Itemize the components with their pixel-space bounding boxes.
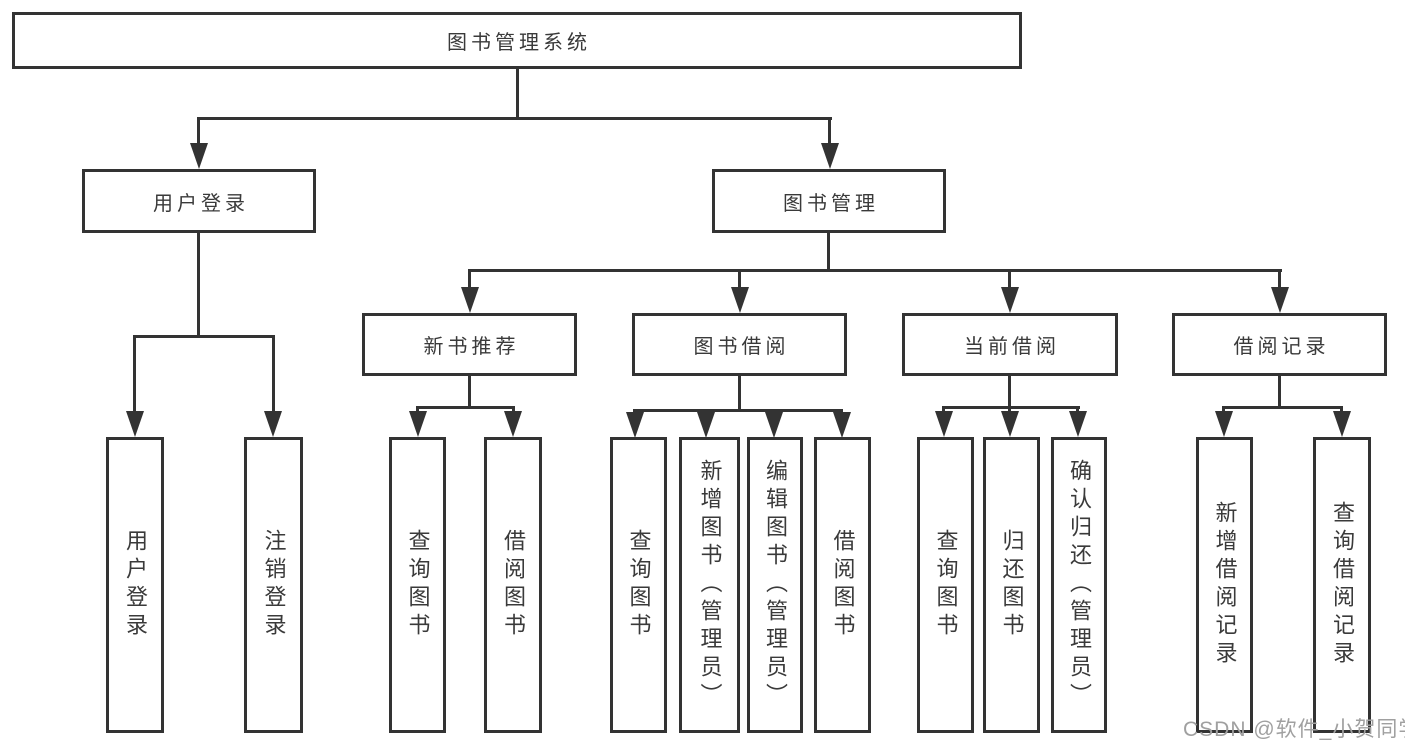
connector-line <box>1076 406 1079 413</box>
node-book-borrow: 图书借阅 <box>632 313 847 376</box>
leaf-label: 归还图书 <box>999 529 1025 641</box>
arrow-down-icon <box>461 287 479 313</box>
leaf-label: 确认归还（管理员） <box>1067 459 1092 711</box>
leaf-borrow-books: 借阅图书 <box>814 437 871 733</box>
connector-line <box>512 406 515 413</box>
connector-line <box>738 269 741 291</box>
leaf-label: 借阅图书 <box>830 529 856 641</box>
leaf-label: 查询图书 <box>405 529 431 641</box>
node-borrow-records-label: 借阅记录 <box>1233 336 1330 358</box>
leaf-label: 编辑图书（管理员） <box>763 459 788 711</box>
connector-line <box>516 68 519 119</box>
connector-line <box>827 233 830 271</box>
connector-line <box>468 269 1282 272</box>
leaf-label: 查询图书 <box>933 529 959 641</box>
leaf-query-books-borrow: 查询图书 <box>610 437 667 733</box>
arrow-down-icon <box>1069 411 1087 437</box>
connector-line <box>1278 376 1281 408</box>
arrow-down-icon <box>409 411 427 437</box>
arrow-down-icon <box>504 411 522 437</box>
leaf-label: 新增图书（管理员） <box>697 459 723 711</box>
connector-line <box>1278 269 1281 291</box>
leaf-query-books-recommend: 查询图书 <box>389 437 446 733</box>
node-book-management-label: 图书管理 <box>783 192 879 215</box>
arrow-down-icon <box>626 412 644 438</box>
arrow-down-icon <box>731 287 749 313</box>
connector-line <box>1222 406 1225 413</box>
arrow-down-icon <box>935 411 953 437</box>
leaf-edit-books-admin: 编辑图书（管理员） <box>747 437 803 733</box>
connector-line <box>133 335 136 413</box>
connector-line <box>197 233 200 337</box>
connector-line <box>1340 406 1343 413</box>
node-new-book-recommend-label: 新书推荐 <box>423 336 520 358</box>
leaf-return-books: 归还图书 <box>983 437 1040 733</box>
leaf-logout: 注销登录 <box>244 437 303 733</box>
leaf-query-books-current: 查询图书 <box>917 437 974 733</box>
node-user-login: 用户登录 <box>82 169 316 233</box>
arrow-down-icon <box>126 411 144 437</box>
leaf-add-books-admin: 新增图书（管理员） <box>679 437 740 733</box>
connector-line <box>416 406 515 409</box>
leaf-label: 查询图书 <box>626 529 652 641</box>
connector-line <box>416 406 419 413</box>
connector-line <box>772 409 775 414</box>
leaf-confirm-return-admin: 确认归还（管理员） <box>1051 437 1107 733</box>
node-borrow-records: 借阅记录 <box>1172 313 1387 376</box>
node-root-label: 图书管理系统 <box>447 32 591 54</box>
connector-line <box>840 409 843 414</box>
node-user-login-label: 用户登录 <box>153 192 249 215</box>
connector-line <box>272 335 275 413</box>
node-book-borrow-label: 图书借阅 <box>693 336 790 358</box>
leaf-label: 查询借阅记录 <box>1330 501 1355 669</box>
leaf-label: 注销登录 <box>261 529 287 641</box>
arrow-down-icon <box>190 143 208 169</box>
watermark-text: CSDN @软件_小贺同学 <box>1183 718 1405 741</box>
connector-line <box>1008 406 1011 413</box>
leaf-borrow-books-recommend: 借阅图书 <box>484 437 542 733</box>
arrow-down-icon <box>1215 411 1233 437</box>
arrow-down-icon <box>1271 287 1289 313</box>
leaf-user-login: 用户登录 <box>106 437 164 733</box>
connector-line <box>633 409 636 414</box>
node-current-borrow: 当前借阅 <box>902 313 1118 376</box>
leaf-query-borrow-record: 查询借阅记录 <box>1313 437 1371 733</box>
connector-line <box>197 117 200 147</box>
connector-line <box>828 117 831 147</box>
node-book-management: 图书管理 <box>712 169 946 233</box>
connector-line <box>468 376 471 408</box>
connector-line <box>738 376 741 411</box>
connector-line <box>704 409 707 414</box>
arrow-down-icon <box>697 412 715 438</box>
connector-line <box>197 117 832 120</box>
leaf-label: 用户登录 <box>123 529 148 641</box>
connector-line <box>1008 269 1011 291</box>
arrow-down-icon <box>1001 287 1019 313</box>
connector-line <box>633 409 843 412</box>
node-new-book-recommend: 新书推荐 <box>362 313 577 376</box>
leaf-label: 新增借阅记录 <box>1212 501 1238 669</box>
arrow-down-icon <box>765 412 783 438</box>
connector-line <box>133 335 275 338</box>
connector-line <box>942 406 1080 409</box>
connector-line <box>1222 406 1343 409</box>
node-current-borrow-label: 当前借阅 <box>964 336 1060 358</box>
arrow-down-icon <box>1333 411 1351 437</box>
connector-line <box>942 406 945 413</box>
arrow-down-icon <box>1001 411 1019 437</box>
connector-line <box>1008 376 1011 408</box>
arrow-down-icon <box>264 411 282 437</box>
arrow-down-icon <box>821 143 839 169</box>
arrow-down-icon <box>833 412 851 438</box>
leaf-label: 借阅图书 <box>501 529 526 641</box>
connector-line <box>468 269 471 291</box>
node-root: 图书管理系统 <box>12 12 1022 69</box>
leaf-add-borrow-record: 新增借阅记录 <box>1196 437 1253 733</box>
